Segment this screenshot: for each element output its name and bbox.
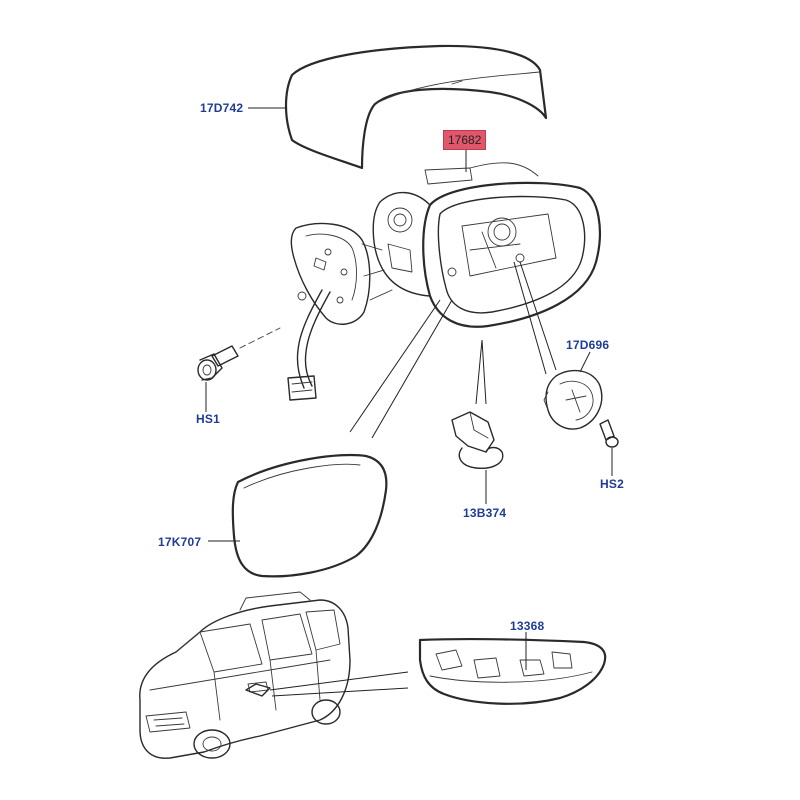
side-repeater-part bbox=[418, 638, 607, 705]
label-actuator: 17D696 bbox=[566, 338, 610, 352]
label-puddle-lamp: 13B374 bbox=[463, 506, 507, 520]
label-mirror-assembly-highlighted: 17682 bbox=[443, 130, 487, 150]
actuator-part bbox=[543, 369, 603, 430]
label-screw-hs1: HS1 bbox=[196, 412, 220, 426]
label-side-repeater: 13368 bbox=[510, 619, 545, 633]
label-screw-hs2: HS2 bbox=[600, 477, 624, 491]
mirror-cover-part bbox=[284, 44, 548, 170]
mirror-assembly-part bbox=[287, 162, 601, 401]
label-mirror-cover: 17D742 bbox=[200, 101, 244, 115]
puddle-lamp-part bbox=[451, 411, 504, 469]
vehicle-illustration bbox=[139, 591, 351, 759]
mirror-glass-part bbox=[231, 453, 388, 578]
screw-hs1-part bbox=[197, 327, 281, 381]
leader-lines bbox=[205, 107, 613, 697]
label-mirror-glass: 17K707 bbox=[158, 535, 202, 549]
screw-hs2-part bbox=[599, 419, 619, 448]
